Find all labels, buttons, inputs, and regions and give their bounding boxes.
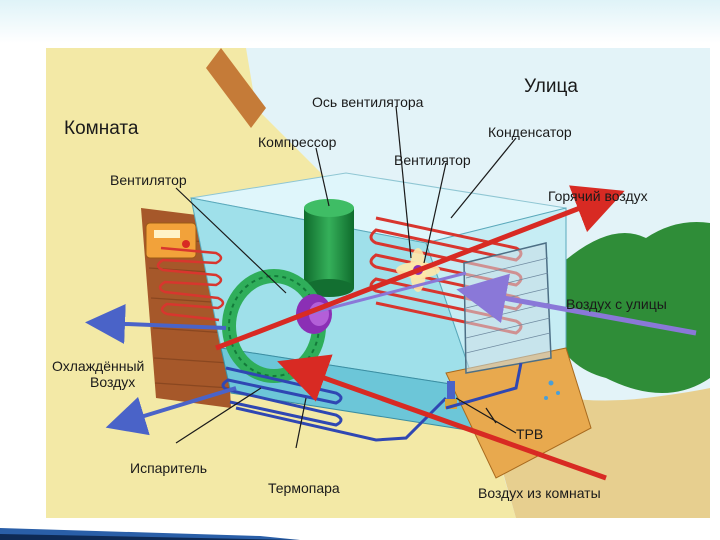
label-thermocouple: Термопара [268, 480, 340, 496]
label-street: Улица [524, 76, 578, 97]
water-drops [544, 380, 560, 400]
label-trv: ТРВ [516, 426, 544, 442]
label-evaporator: Испаритель [130, 460, 208, 476]
slide-corner-decoration [0, 528, 300, 540]
evaporator-coil [221, 366, 448, 442]
control-panel [145, 222, 197, 259]
label-fan-axis: Ось вентилятора [312, 94, 424, 110]
cooled-air-arrow-upper [85, 303, 227, 344]
hot-air-arrow [215, 185, 625, 351]
label-condenser: Конденсатор [488, 124, 572, 140]
wall-edge-top [206, 48, 266, 128]
label-cooled-air-line2: Воздух [90, 374, 136, 390]
diagram-illustration [46, 48, 710, 518]
label-fan-left: Вентилятор [110, 172, 187, 188]
room-air-arrow [277, 354, 607, 481]
outside-land [546, 222, 710, 393]
condenser-grille [463, 242, 552, 374]
leader-lines [175, 105, 517, 449]
label-hot-air: Горячий воздух [548, 188, 648, 204]
label-room: Комната [64, 118, 139, 139]
label-outside-air: Воздух с улицы [566, 296, 667, 312]
label-fan-right: Вентилятор [394, 152, 471, 168]
label-compressor: Компрессор [258, 134, 337, 150]
indoor-fan [222, 269, 332, 383]
compressor-unit [304, 199, 354, 297]
condenser-coil [369, 216, 523, 335]
air-conditioner-diagram: Комната Улица Ось вентилятора Компрессор… [46, 48, 710, 518]
label-cooled-air-line1: Охлаждённый [52, 358, 145, 374]
outside-air-arrow [456, 273, 697, 336]
label-room-air: Воздух из комнаты [478, 485, 601, 501]
trv-valve [445, 381, 457, 409]
fan-axis-shaft [310, 271, 467, 315]
cooled-air-arrow-lower [105, 386, 237, 436]
